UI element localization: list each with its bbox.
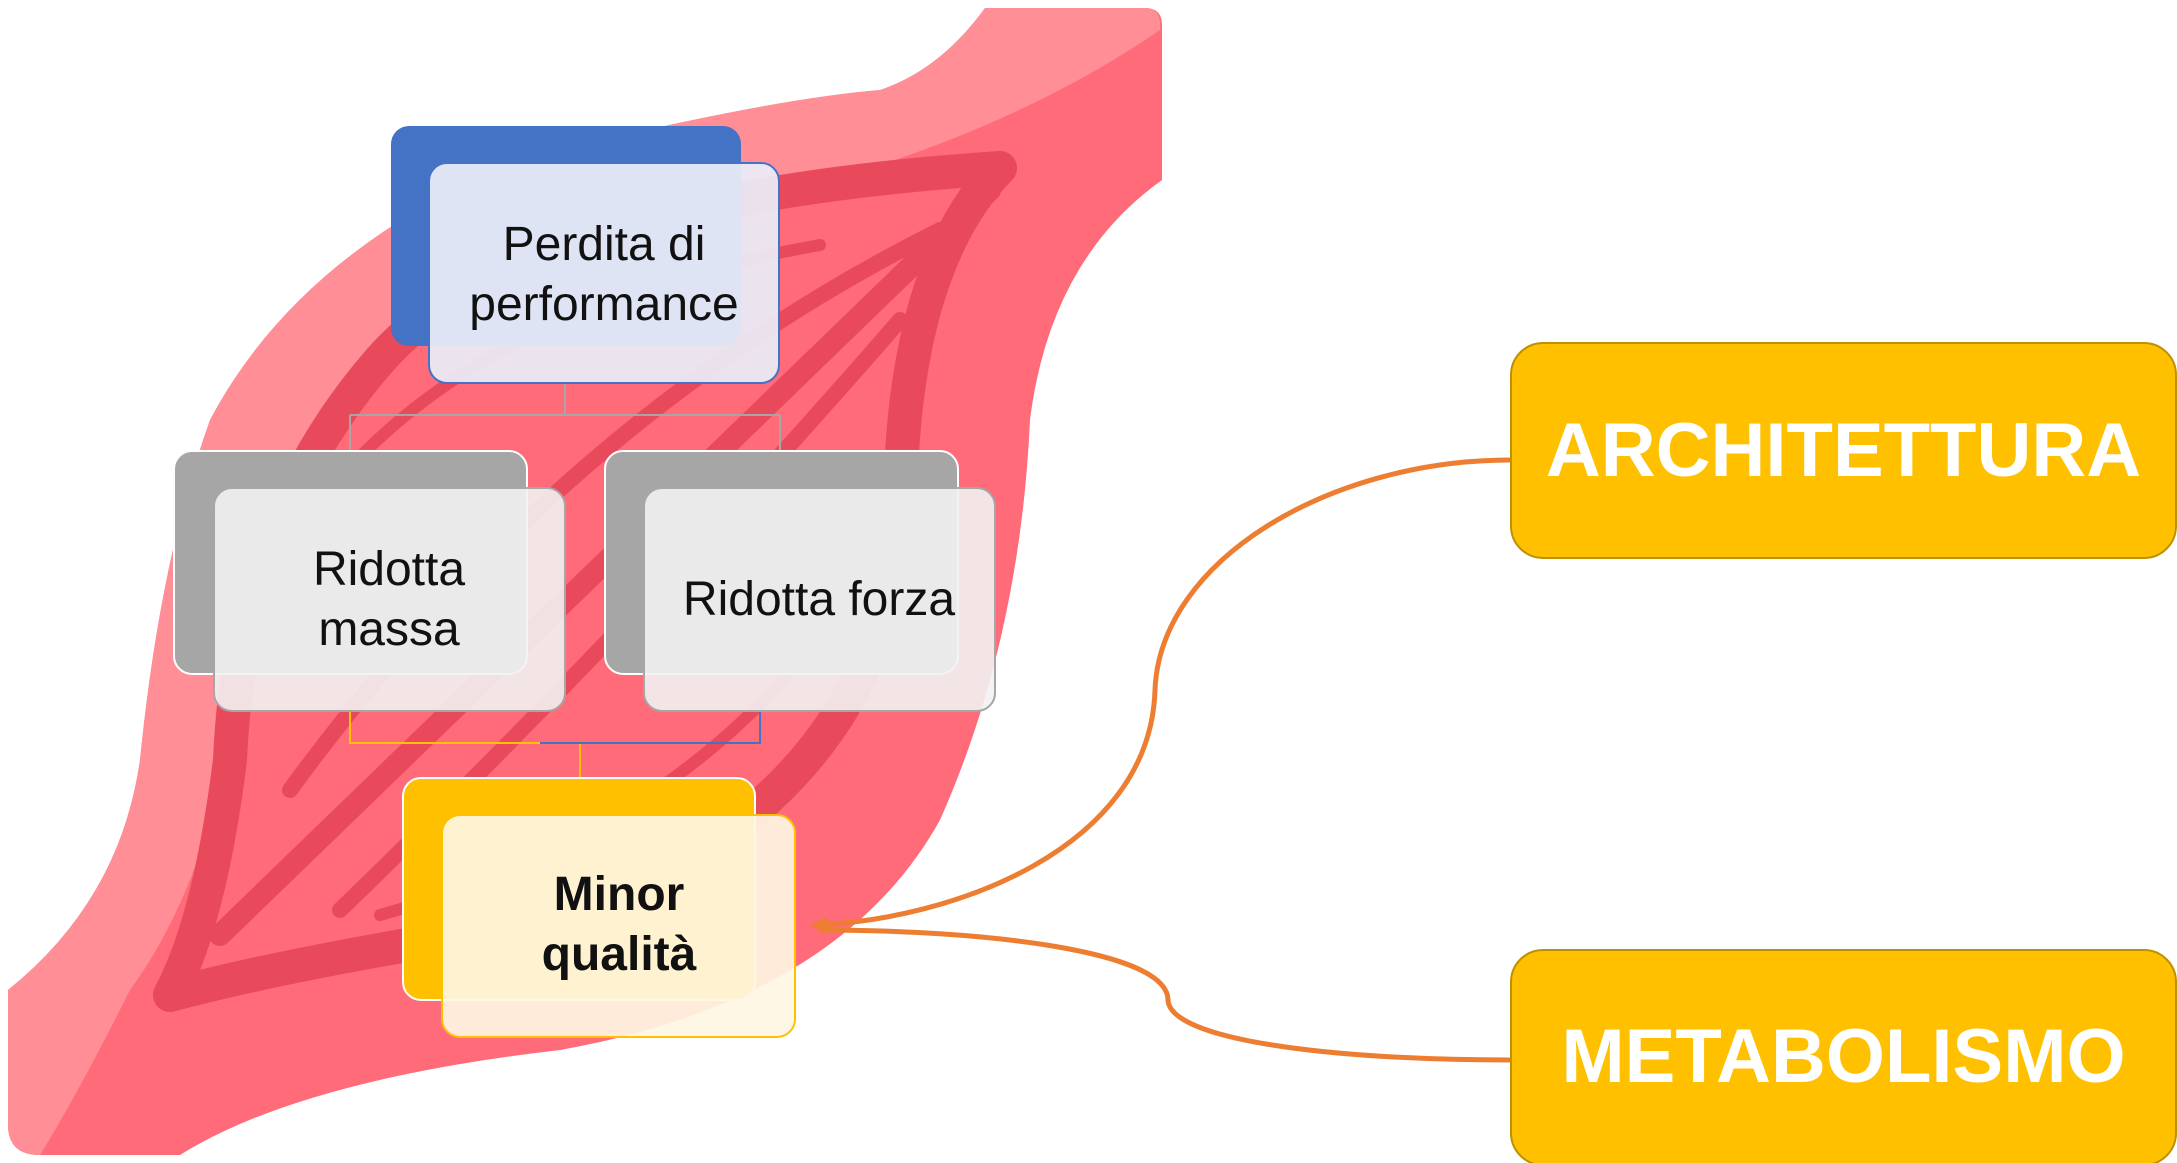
node-bottom-label: Minor qualità: [541, 868, 697, 981]
node-right-label: Ridotta forza: [682, 573, 956, 626]
muscle-fiber: [153, 151, 1017, 1012]
factor-arrows: [811, 457, 1513, 1063]
arrow-metabolism: [817, 927, 1513, 1063]
connector-top-to-children: [349, 383, 781, 450]
factor-box-architecture: [1510, 342, 2177, 559]
factor-architecture-label: ARCHITETTURA: [1545, 408, 2142, 493]
connector-right-to-bottom: [540, 710, 761, 744]
node-left-label: Ridotta massa: [312, 543, 466, 656]
connector-left-to-bottom: [349, 710, 581, 778]
node-top: [391, 126, 780, 384]
node-bottom-card: [441, 814, 796, 1038]
node-left: [173, 450, 566, 712]
node-right: [604, 450, 996, 712]
hierarchy-connectors: [349, 383, 781, 778]
node-bottom: [402, 777, 796, 1038]
node-top-label: Perdita di performance: [469, 218, 739, 331]
node-top-card: [428, 162, 780, 384]
arrow-architecture: [811, 457, 1513, 933]
node-left-card: [213, 487, 566, 712]
node-right-card: [643, 487, 996, 712]
factor-box-metabolism: [1510, 949, 2177, 1163]
factor-metabolism-label: METABOLISMO: [1561, 1014, 2126, 1099]
